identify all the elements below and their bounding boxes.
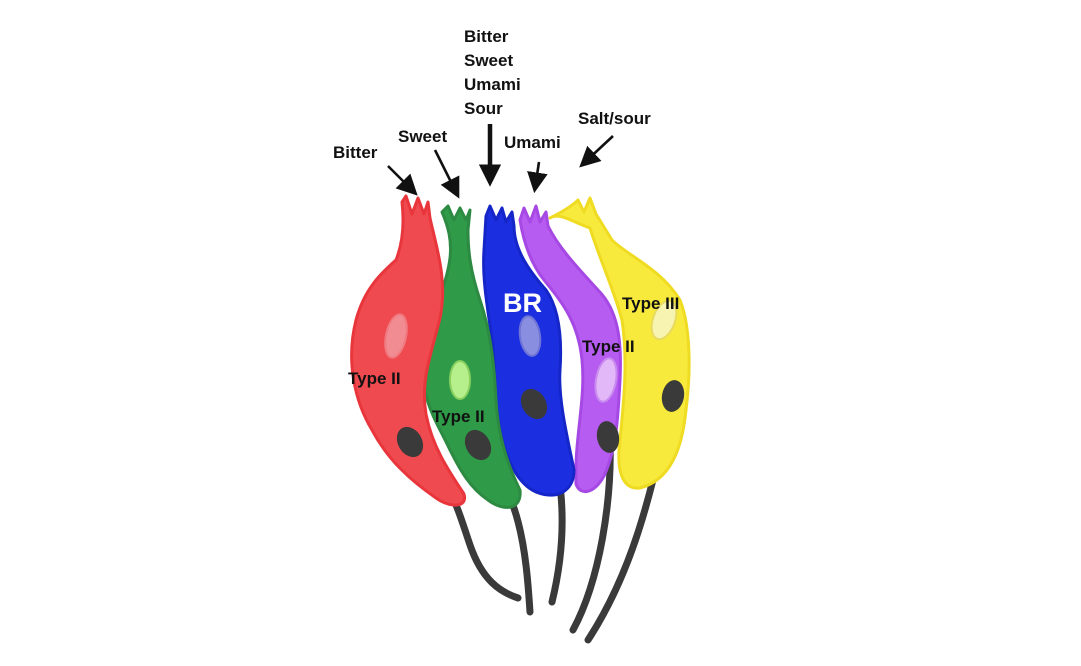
arrow-sweet xyxy=(433,149,460,199)
cell-label-green: Type II xyxy=(432,407,485,426)
cell-body-red xyxy=(350,194,467,507)
nerve-terminal-red xyxy=(396,426,424,458)
cell-label-purple: Type II xyxy=(582,337,635,356)
nucleus-green xyxy=(449,360,471,400)
nucleus-yellow xyxy=(650,299,678,341)
label-center-sour: Sour xyxy=(464,99,503,118)
nucleus-red xyxy=(384,313,408,359)
cell-br-blue xyxy=(482,204,576,497)
cell-type-iii-yellow xyxy=(548,196,691,490)
nerve-terminal-green xyxy=(464,429,492,461)
cell-label-yellow: Type III xyxy=(622,294,679,313)
label-umami: Umami xyxy=(504,133,561,152)
label-center-sweet: Sweet xyxy=(464,51,513,70)
stimulus-arrows xyxy=(387,124,614,199)
nerve-terminal-blue xyxy=(520,388,548,420)
nerve-terminal-yellow xyxy=(661,380,685,412)
nucleus-blue xyxy=(518,315,542,357)
nerve-terminal-purple xyxy=(596,421,620,453)
cell-labels: Type II Type II BR Type II Type III xyxy=(348,288,679,426)
cell-body-purple xyxy=(518,204,622,493)
label-salt-sour: Salt/sour xyxy=(578,109,651,128)
nerve-terminals xyxy=(396,380,685,461)
label-bitter: Bitter xyxy=(333,143,378,162)
cell-label-red: Type II xyxy=(348,369,401,388)
arrow-salt-sour xyxy=(579,135,614,168)
cell-body-yellow xyxy=(548,196,691,490)
arrow-umami xyxy=(527,161,548,194)
nucleus-purple xyxy=(594,357,618,403)
label-center-bitter: Bitter xyxy=(464,27,509,46)
stimulus-labels: Bitter Sweet Bitter Sweet Umami Sour Uma… xyxy=(333,27,651,162)
arrow-bitter xyxy=(387,165,418,196)
cell-type-ii-purple xyxy=(518,204,622,493)
cell-label-blue: BR xyxy=(503,288,542,318)
label-sweet: Sweet xyxy=(398,127,447,146)
label-center-umami: Umami xyxy=(464,75,521,94)
cell-type-ii-red xyxy=(350,194,467,507)
